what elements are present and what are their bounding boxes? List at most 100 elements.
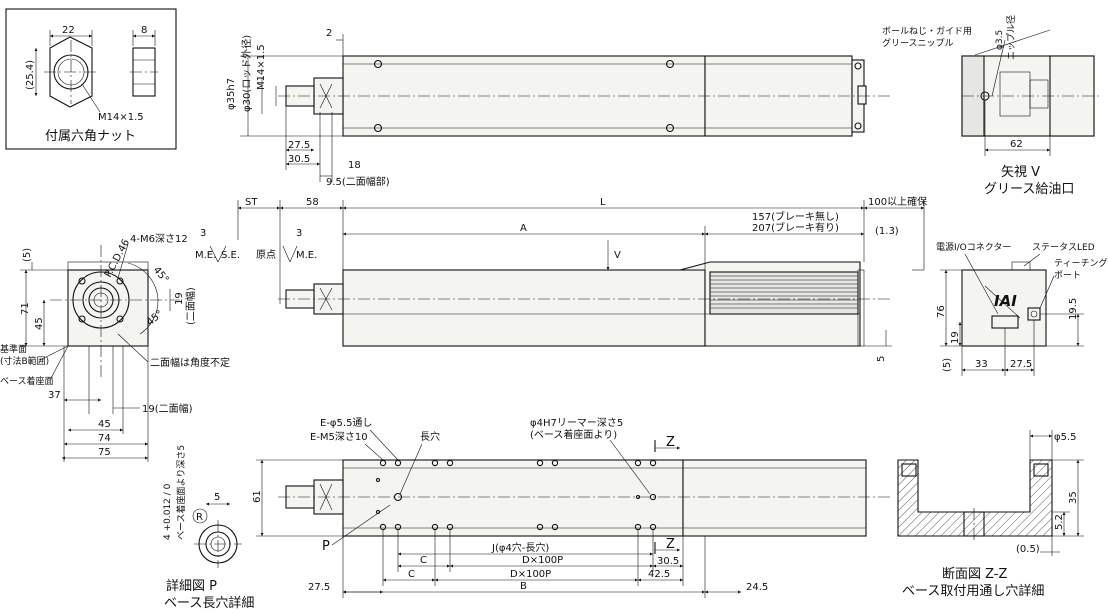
base-face: ベース着座面 [0,375,54,387]
dim-5-5: φ5.5 [1054,432,1077,443]
view-v-caption-2: グリース給油口 [984,182,1074,197]
side-view: ST 58 L 100以上確保 3 M.E. S.E. 3 原点 M.E. A … [195,195,927,362]
ream-label-2: (ベース着座面より) [530,428,617,441]
dim-71: 71 [20,302,31,315]
detail-note: ベース着座面より深さ5 [175,445,187,540]
dim-3a: 3 [200,228,206,239]
dim-j: J(φ4穴-長穴) [491,541,549,554]
front-view: P.C.D.46 4-M6深さ12 45° 45° 19 (二面幅) (5) 7… [0,233,230,462]
dim-a: A [520,223,527,234]
dim-30-5-top: 30.5 [288,154,310,165]
detail-dim-5: 5 [214,492,220,503]
dim-100: 100以上確保 [868,195,927,208]
dim-58: 58 [306,197,319,208]
grease-note-1: ボールねじ・ガイド用 [882,26,972,37]
dim-0-5: (0.5) [1016,544,1040,555]
view-v: ボールねじ・ガイド用 グリースニップル φ3.5 ニップル径 62 矢視 V グ… [882,15,1100,197]
dim-42-5: 42.5 [648,569,670,580]
dim-19-end: 19 [950,331,961,344]
detail-p-caption: 詳細図 P [166,578,217,594]
dim-9-5: 9.5(二面幅部) [326,175,390,188]
slot-label: 長穴 [420,430,440,443]
section-z-bot: Z [666,537,675,552]
rod-thread-label: M14×1.5 [256,44,267,90]
section-zz: φ5.5 35 5.2 (0.5) 断面図 Z-Z ベース取付用通し穴詳細 [897,430,1084,599]
angle-45a: 45° [151,265,171,286]
nipple-note: ニップル径 [1005,15,1017,60]
detail-r: R [196,512,203,523]
detail-p: R 5 4 +0.012 / 0 ベース着座面より深さ5 詳細図 P ベース長穴… [163,445,254,611]
se: S.E. [221,250,240,261]
dim-62: 62 [1010,139,1023,150]
dim-74: 74 [98,433,111,444]
grease-note-2: グリースニップル [882,37,954,49]
dim-5-front: (5) [22,248,33,262]
end-view: IAI 電源I/Oコネクター ステータスLED ティーチング ポート 76 19… [936,242,1107,376]
dim-c1: C [420,555,427,566]
hole-through-label: E-φ5.5通し [320,417,372,429]
dim-45-front-h: 45 [98,419,111,430]
rod-outer-label: φ30(ロッド外径) [240,35,253,112]
ream-label-1: φ4H7リーマー深さ5 [530,417,623,429]
mount-holes [375,459,657,531]
heatsink [709,271,859,315]
dim-24-5: 24.5 [746,582,768,593]
section-profile [897,459,1053,537]
actuator-body-side [342,269,706,347]
dim-nimen: (二面幅) [184,287,197,325]
dim-c2: C [408,569,415,580]
view-v-caption: 矢視 V [1001,165,1040,180]
dim-45-front-v: 45 [34,317,45,330]
dim-27-5-end: 27.5 [1010,359,1032,370]
dim-3b: 3 [296,228,302,239]
teaching-label-2: ポート [1054,270,1081,281]
dim-35: 35 [1068,491,1079,504]
dim-33: 33 [975,359,988,370]
dim-27-5-bottom: 27.5 [308,582,330,593]
dim-1-3: (1.3) [875,226,899,237]
dim-76: 76 [936,305,947,318]
section-caption-2: ベース取付用通し穴詳細 [902,583,1044,599]
nut-width: 22 [62,25,75,36]
dim-d2: D×100P [510,569,551,580]
ref-face-2: (寸法B範囲) [0,355,49,367]
section-z-top: Z [666,435,675,450]
dim-19-nimen-b: 19(二面幅) [142,402,193,415]
dim-5-end: (5) [942,358,953,372]
dim-27-5-top: 27.5 [288,140,310,151]
dim-30-5-bottom: 30.5 [657,556,679,567]
nut-caption: 付属六角ナット [45,129,136,144]
dim-d1: D×100P [522,555,563,566]
dim-18: 18 [348,160,361,171]
top-view: φ35h7 φ30(ロッド外径) M14×1.5 2 27.5 30.5 18 … [226,28,890,188]
dim-5-2: 5.2 [1054,514,1065,530]
ref-face: 基準面 [0,343,27,355]
teaching-label-1: ティーチング [1054,257,1107,269]
power-io-label: 電源I/Oコネクター [936,242,1011,253]
gap-2: 2 [326,28,332,39]
nut-height: (25.4) [25,60,36,90]
hex-nut-detail: 22 8 (25.4) M14×1.5 付属六角ナット [5,8,177,150]
dim-st: ST [245,197,258,208]
actuator-base-bottom [342,459,684,537]
nut-thread: M14×1.5 [98,112,144,123]
origin: 原点 [256,249,276,261]
dim-75: 75 [98,447,111,458]
dim-l: L [600,197,606,208]
nut-thickness: 8 [141,25,147,36]
detail-p-label: P [322,539,330,554]
dim-157: 157(ブレーキ無し) [752,210,839,223]
me1: M.E. [195,250,216,261]
nipple-dia: φ3.5 [995,30,1005,50]
dim-19-front: 19 [174,292,185,305]
dim-b: B [520,581,527,592]
me2: M.E. [296,250,317,261]
arrow-v: V [614,250,621,261]
status-led-label: ステータスLED [1032,242,1095,253]
front-flange [67,269,149,347]
hole-tap-label: E-M5深さ10 [310,431,368,443]
dim-37: 37 [48,390,61,401]
dim-19-5: 19.5 [1068,298,1079,320]
